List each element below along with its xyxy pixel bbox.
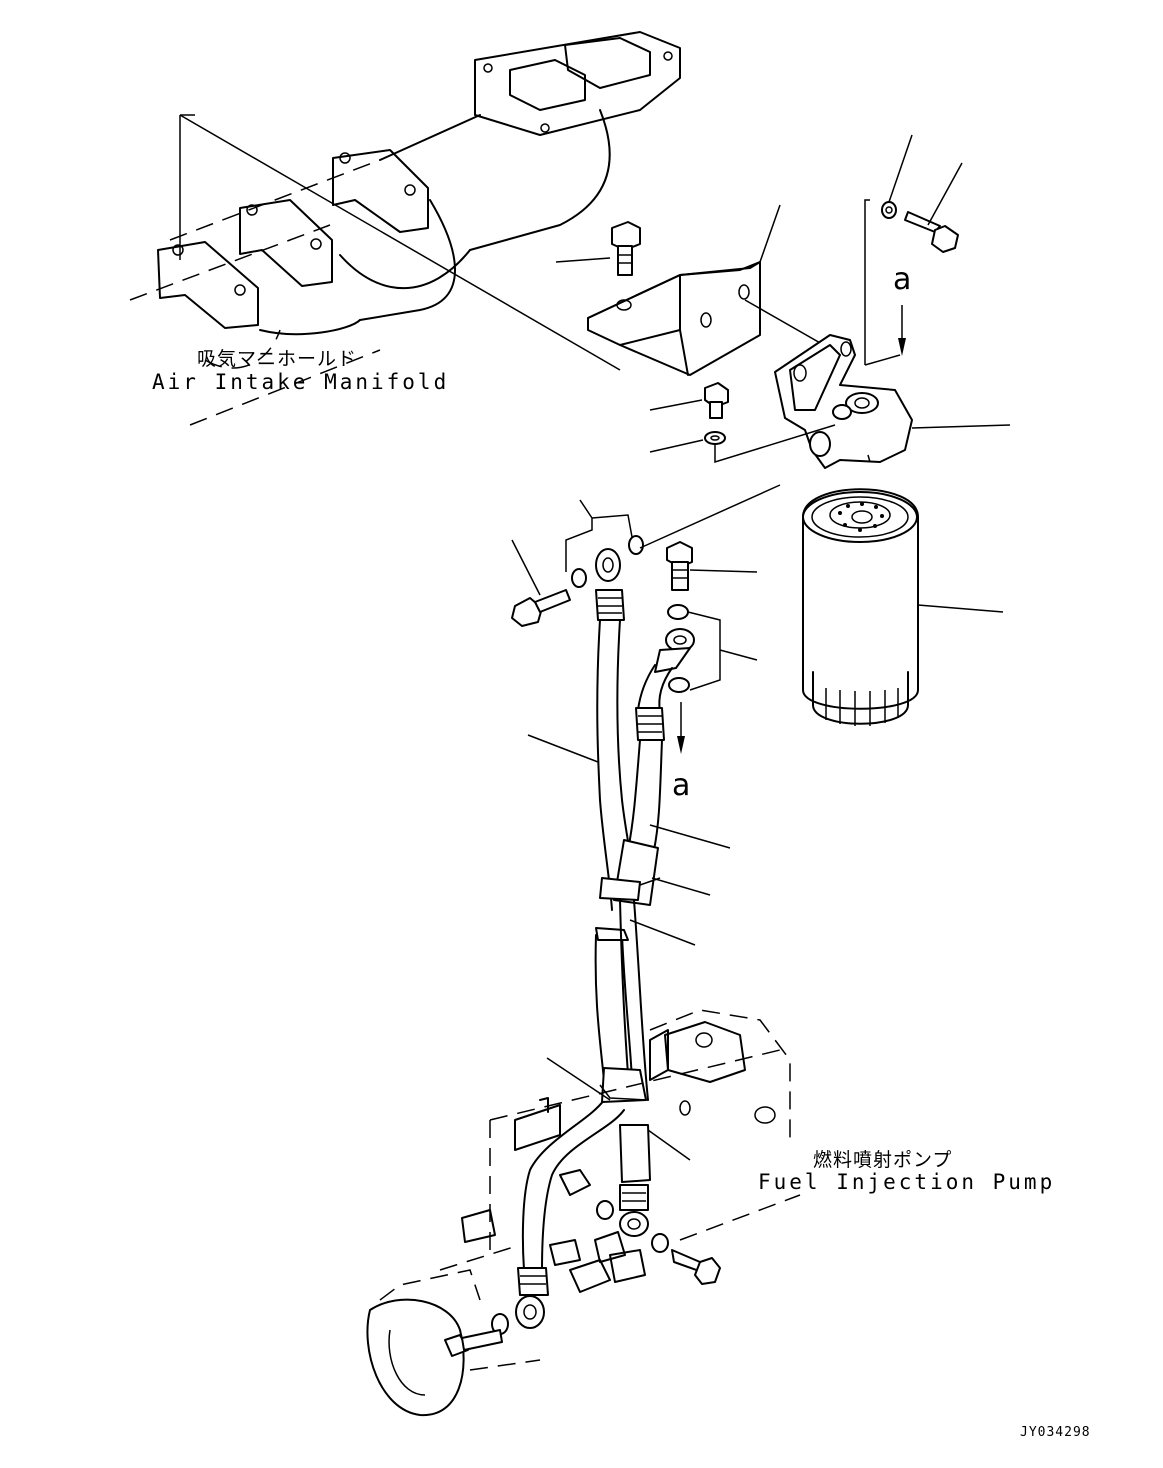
injection-pump-label-en: Fuel Injection Pump xyxy=(758,1170,1056,1194)
fuel-injection-pump xyxy=(366,1009,801,1417)
bracket-bolt xyxy=(555,221,641,276)
union-bolt-small xyxy=(649,382,836,464)
fuel-hose-right xyxy=(546,604,758,1237)
mounting-bracket xyxy=(587,204,851,376)
intake-manifold-label-en: Air Intake Manifold xyxy=(152,370,450,394)
union-bolt-center xyxy=(666,541,758,591)
view-arrow-top xyxy=(898,305,906,356)
drawing-code: JY034298 xyxy=(1020,1425,1091,1440)
fuel-filter-cartridge xyxy=(802,488,1004,726)
view-ref-label-bottom: a xyxy=(672,768,691,803)
intake-manifold-label-jp: 吸気マニホールド xyxy=(197,348,358,370)
injection-pump-label-jp: 燃料噴射ポンプ xyxy=(813,1149,953,1171)
filter-head xyxy=(774,199,1011,469)
head-bolt-and-washer xyxy=(881,134,963,253)
fuel-hose-left xyxy=(511,484,781,1329)
air-intake-manifold xyxy=(129,31,681,426)
view-ref-label-top: a xyxy=(893,262,912,297)
view-arrow-bottom xyxy=(677,702,685,754)
